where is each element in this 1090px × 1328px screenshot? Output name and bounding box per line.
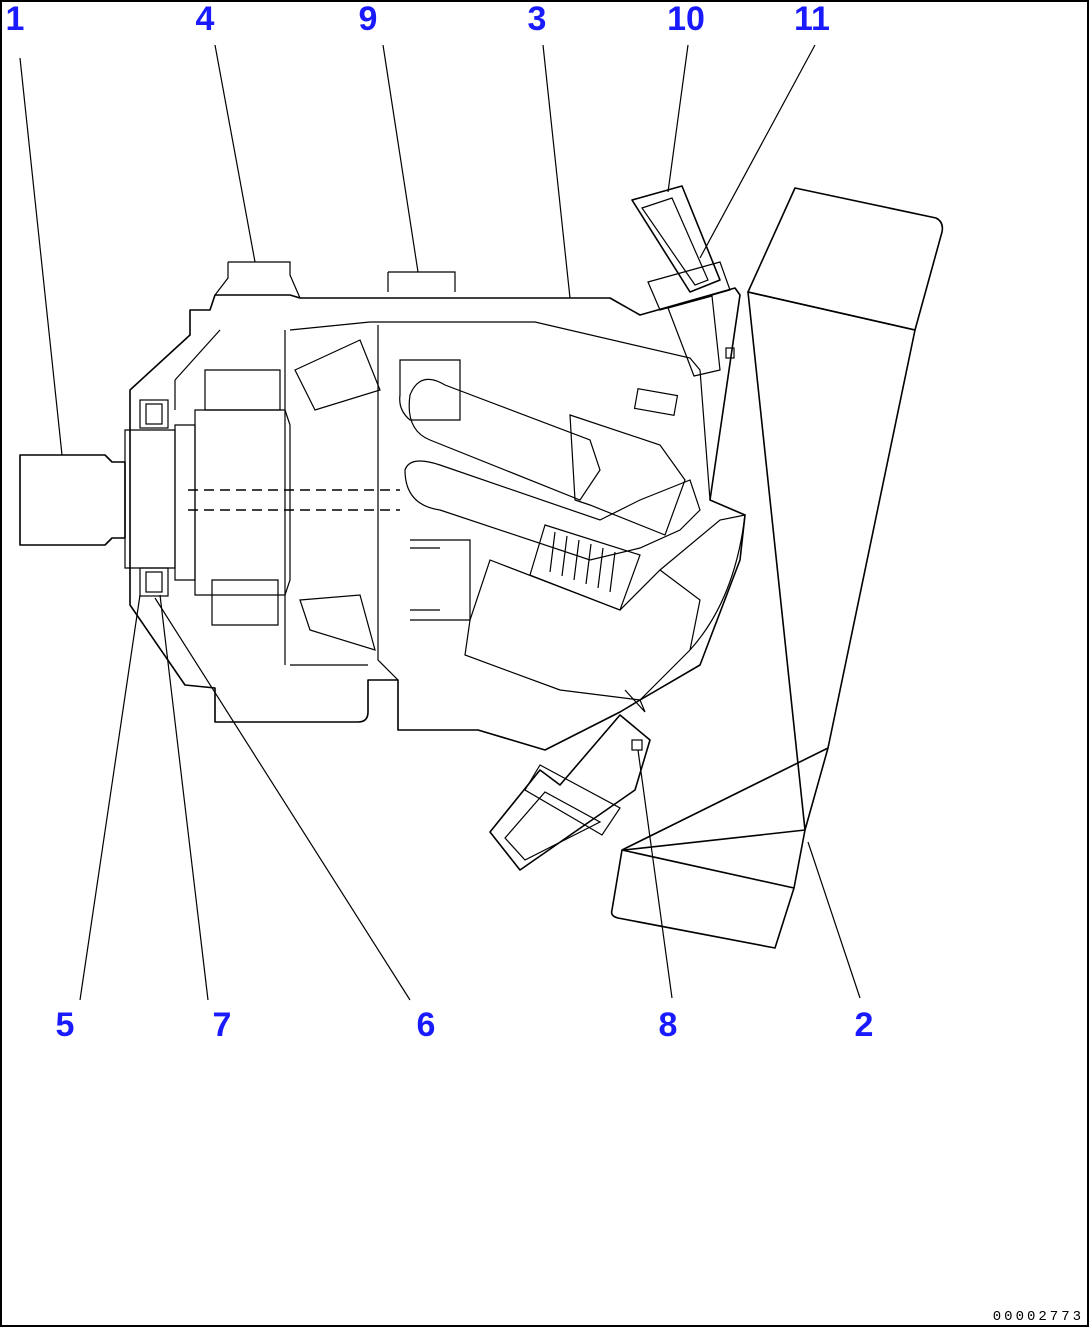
callout-6: 6 (417, 1006, 436, 1044)
callout-8: 8 (659, 1006, 678, 1044)
callout-labels: 1 4 9 3 10 11 5 7 6 8 2 (6, 0, 874, 1044)
callout-4: 4 (196, 0, 215, 38)
leader-lines (19, 44, 861, 1001)
part-2-outline (610, 187, 944, 949)
callout-10: 10 (667, 0, 705, 38)
callout-1: 1 (6, 0, 25, 38)
bearing-seal-group (139, 339, 381, 651)
callout-9: 9 (359, 0, 378, 38)
part-10-11-plug (631, 185, 735, 377)
part-8-plug (489, 714, 651, 871)
callout-5: 5 (56, 1006, 75, 1044)
callout-11: 11 (794, 0, 830, 38)
callout-7: 7 (213, 1006, 232, 1044)
callout-2: 2 (855, 1006, 874, 1044)
part-3-housing (129, 261, 746, 751)
callout-3: 3 (528, 0, 547, 38)
drawing-id: 00002773 (993, 1309, 1084, 1325)
part-1-shaft (19, 424, 196, 581)
cylinder-internals (399, 359, 746, 713)
shaft-centerline (188, 489, 400, 511)
